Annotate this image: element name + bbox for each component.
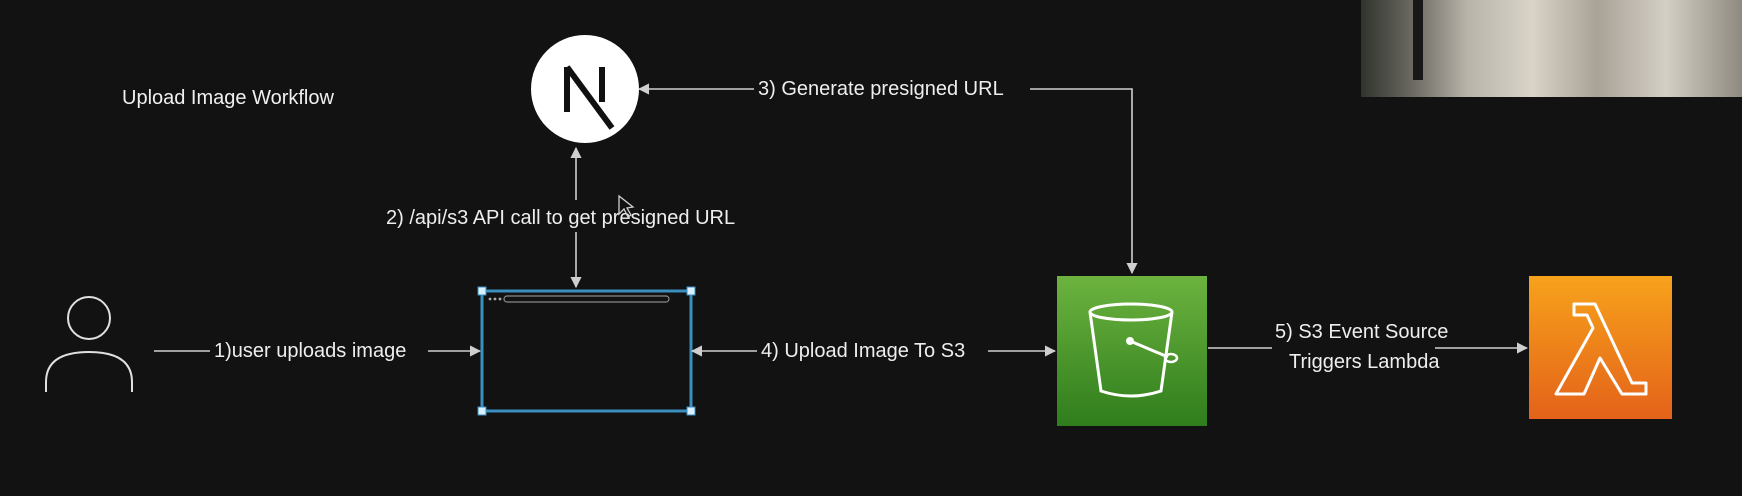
- user-icon: [45, 296, 133, 392]
- step1-label: 1)user uploads image: [214, 340, 406, 362]
- selection-handle[interactable]: [686, 286, 696, 296]
- diagram-title: Upload Image Workflow: [122, 87, 334, 109]
- step5-label-line1: 5) S3 Event Source: [1275, 321, 1448, 343]
- selection-handle[interactable]: [686, 406, 696, 416]
- selection-handle[interactable]: [477, 406, 487, 416]
- step3-label: 3) Generate presigned URL: [758, 78, 1004, 100]
- nextjs-logo-icon: [531, 35, 639, 143]
- s3-bucket-icon: [1057, 276, 1207, 426]
- step3-connector: [637, 83, 1138, 275]
- step2-label: 2) /api/s3 API call to get presigned URL: [386, 207, 735, 229]
- webcam-overlay: [1361, 0, 1742, 97]
- step4-label: 4) Upload Image To S3: [761, 340, 965, 362]
- step5-label-line2: Triggers Lambda: [1289, 351, 1440, 373]
- lambda-icon: [1529, 276, 1672, 419]
- selection-handle[interactable]: [477, 286, 487, 296]
- browser-window-icon[interactable]: [477, 286, 696, 416]
- cursor-icon: [618, 194, 635, 218]
- webcam-strap: [1413, 0, 1423, 80]
